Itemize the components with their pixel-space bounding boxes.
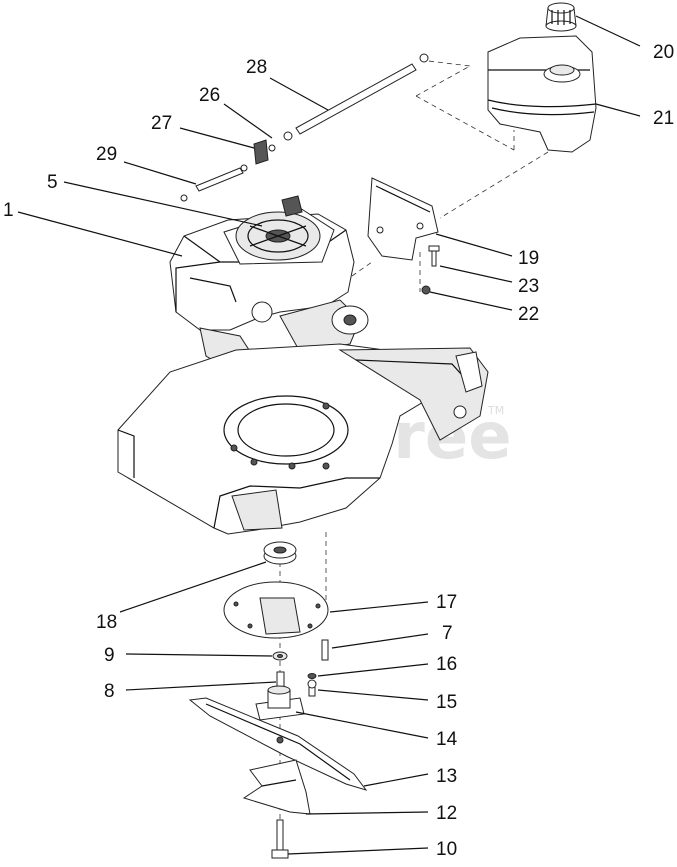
bracket-nut	[421, 285, 431, 295]
blade	[188, 697, 368, 791]
callout-15: 15	[436, 692, 457, 713]
callout-20: 20	[653, 42, 674, 63]
link-rod	[180, 164, 248, 202]
cable-bracket	[253, 139, 276, 165]
watermark-tm: TM	[487, 404, 504, 417]
callout-1: 1	[3, 200, 14, 221]
blade-adapter	[255, 685, 305, 721]
callout-27: 27	[151, 113, 172, 134]
blade-bolt	[271, 819, 289, 859]
callout-5: 5	[47, 172, 58, 193]
fuel-tank	[487, 35, 597, 153]
mower-deck	[117, 343, 489, 535]
bearing	[263, 541, 297, 565]
callout-14: 14	[436, 729, 458, 750]
callout-22: 22	[518, 304, 539, 325]
callout-16: 16	[436, 654, 457, 675]
mulch-blade	[242, 759, 311, 815]
callout-19: 19	[518, 248, 539, 269]
callout-18: 18	[96, 612, 117, 633]
washer-small	[307, 673, 317, 679]
callout-9: 9	[104, 645, 115, 666]
callout-10: 10	[436, 839, 457, 860]
callout-21: 21	[653, 108, 674, 129]
leader-lines	[17, 15, 641, 855]
callout-12: 12	[436, 803, 457, 824]
callout-23: 23	[518, 276, 539, 297]
callout-28: 28	[246, 57, 267, 78]
baffle-plate	[223, 581, 329, 639]
callout-29: 29	[96, 144, 117, 165]
baffle-screw	[321, 639, 329, 661]
engine	[169, 195, 369, 375]
callout-7: 7	[442, 623, 453, 644]
bolt-small	[307, 679, 317, 697]
callout-8: 8	[104, 681, 115, 702]
fuel-cap	[545, 2, 577, 32]
bracket-bolt	[428, 245, 440, 267]
tank-bracket	[367, 177, 439, 261]
control-rod	[283, 53, 429, 141]
callout-17: 17	[436, 592, 457, 613]
callout-13: 13	[436, 766, 457, 787]
callout-26: 26	[199, 85, 220, 106]
washer	[272, 651, 288, 661]
